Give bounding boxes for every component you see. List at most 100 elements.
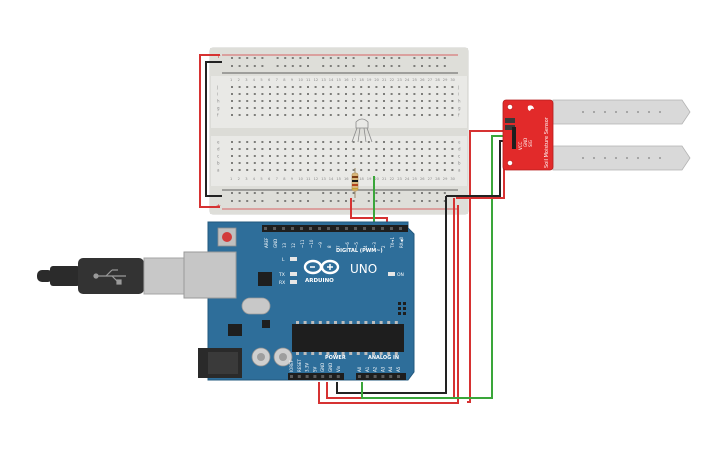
pin-label: TX➔1	[390, 236, 395, 249]
row-letter: h	[458, 99, 461, 104]
wire-black-gnd[interactable]	[336, 196, 447, 394]
row-letter: i	[217, 92, 218, 97]
column-number: 15	[336, 177, 341, 181]
onboard-leds: L TX RX ON	[278, 257, 404, 286]
resistor-icon[interactable]	[351, 168, 359, 198]
pin-label: 13	[282, 242, 287, 248]
row-letter: a	[458, 168, 461, 173]
pin-label: ~11	[300, 239, 305, 248]
on-label: ON	[397, 272, 404, 278]
row-letter: i	[458, 92, 459, 97]
row-letter: j	[216, 85, 218, 90]
usb-chip	[258, 272, 272, 286]
row-letter: g	[458, 106, 461, 111]
column-number: 8	[283, 177, 286, 181]
pin-label: 8	[327, 245, 332, 248]
svg-text:GND: GND	[523, 138, 528, 147]
wire-red-rail-jumper[interactable]	[199, 54, 220, 208]
sensor-pin-header[interactable]	[512, 127, 516, 149]
soil-moisture-sensor[interactable]: VCC GND SIG Soil Moisture Sensor	[502, 99, 691, 171]
rail-plus-label: +	[216, 53, 221, 60]
column-number: 1	[230, 78, 232, 82]
analog-header-holes	[358, 375, 400, 378]
column-number: 3	[245, 78, 247, 82]
column-number: 13	[321, 78, 326, 82]
led-label-rx: RX	[279, 280, 285, 286]
svg-text:VCC: VCC	[518, 141, 523, 150]
column-number: 30	[450, 177, 455, 181]
column-number: 24	[405, 177, 410, 181]
column-number: 21	[382, 78, 387, 82]
column-number: 7	[276, 78, 278, 82]
pin-label: GND	[320, 363, 325, 372]
column-number: 25	[412, 177, 417, 181]
column-number: 12	[314, 177, 319, 181]
sensor-probe-bottom	[552, 145, 691, 171]
column-number: 4	[253, 177, 256, 181]
wire-green-sensor-sig[interactable]	[361, 135, 513, 399]
row-letter: f	[217, 113, 219, 118]
rgb-led-outline-icon[interactable]	[351, 118, 373, 143]
column-number: 29	[443, 78, 448, 82]
atmega-chip	[292, 324, 404, 352]
row-letter: h	[217, 99, 220, 104]
wire-red-sensor-vcc[interactable]	[467, 130, 514, 403]
column-number: 9	[291, 78, 294, 82]
wires	[199, 54, 514, 404]
pin-label: ~9	[318, 242, 323, 248]
sensor-label: Soil Moisture Sensor	[544, 116, 550, 168]
pin-label: 3.3V	[305, 363, 310, 372]
pin-label: A4	[388, 366, 393, 372]
pin-label: A5	[396, 366, 401, 372]
pin-label: ~6	[345, 242, 350, 248]
pin-label: 12	[291, 242, 296, 248]
power-header-label: POWER	[325, 355, 346, 361]
column-number: 18	[359, 177, 364, 181]
column-number: 28	[435, 78, 440, 82]
sensor-pin-labels: VCC GND SIG	[518, 138, 533, 150]
column-number: 28	[435, 177, 440, 181]
pin-label: A0	[357, 366, 362, 372]
row-letter: c	[458, 154, 460, 159]
pin-label: 2	[381, 245, 386, 248]
column-number: 26	[420, 78, 425, 82]
column-number: 29	[443, 177, 448, 181]
column-number: 11	[306, 78, 311, 82]
pin-label: 5V	[312, 366, 317, 372]
digital-header[interactable]	[262, 225, 408, 232]
chip-pins	[296, 352, 398, 355]
breadboard-holes	[231, 57, 454, 202]
usb-cable[interactable]	[37, 257, 185, 295]
pin-label: A2	[373, 366, 378, 372]
chip-pins	[296, 321, 398, 324]
usb-port	[183, 251, 237, 299]
brand-label: ARDUINO	[305, 278, 334, 284]
column-number: 25	[412, 78, 417, 82]
row-letter: d	[217, 147, 220, 152]
sensor-board	[502, 99, 554, 171]
column-number: 8	[283, 78, 286, 82]
pin-label: AREF	[264, 237, 269, 248]
column-number: 21	[382, 177, 387, 181]
column-number: 10	[298, 78, 303, 82]
row-letter: b	[217, 161, 220, 166]
column-number: 15	[336, 78, 341, 82]
breadboard-top-power-rail	[210, 48, 468, 76]
column-number: 5	[260, 78, 262, 82]
column-number: 5	[260, 177, 262, 181]
arduino-infinity-logo-icon	[303, 259, 340, 275]
svg-text:SIG: SIG	[528, 140, 533, 147]
wire-black-rail-jumper[interactable]	[205, 61, 222, 197]
wire-red-rail-to-power[interactable]	[318, 205, 459, 404]
pin-label: RX◀0	[399, 236, 404, 248]
column-number: 17	[352, 78, 357, 82]
column-number: 14	[329, 78, 334, 82]
analog-header[interactable]	[356, 373, 406, 380]
column-number: 7	[276, 177, 278, 181]
